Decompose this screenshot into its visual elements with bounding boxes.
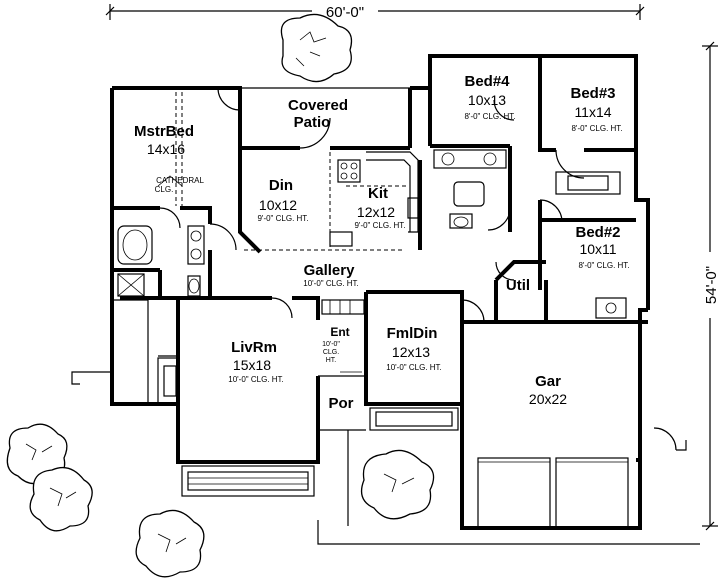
- fireplace: [71, 357, 179, 405]
- entry-steps: [321, 299, 365, 315]
- label-covered-patio: Covered Patio: [288, 97, 348, 131]
- porch-name: Por: [328, 395, 353, 412]
- garage-doors: [477, 457, 629, 529]
- dimension-depth-label: 54'-0": [703, 266, 720, 304]
- covered-patio-name-2: Patio: [294, 114, 331, 131]
- bed4-note: 8'-0" CLG. HT.: [464, 112, 515, 121]
- garage-name: Gar: [535, 373, 561, 390]
- bed3-name: Bed#3: [570, 85, 615, 102]
- covered-patio-name-1: Covered: [288, 97, 348, 114]
- label-living: LivRm 15x18 10'-0" CLG. HT.: [228, 339, 284, 384]
- kitchen-name: Kit: [368, 185, 388, 202]
- walkways: [317, 371, 700, 545]
- master-bath-fixtures: [117, 225, 205, 297]
- tree-bottom-left-2: [29, 466, 93, 532]
- bed4-name: Bed#4: [464, 73, 510, 90]
- door-swings: [159, 87, 687, 451]
- bed3-note: 8'-0" CLG. HT.: [571, 124, 622, 133]
- kitchen-size: 12x12: [357, 204, 395, 220]
- entry-note-2: CLG.: [323, 349, 339, 356]
- dimension-depth: [702, 41, 718, 531]
- dining-name: Din: [269, 177, 293, 194]
- kitchen-note: 9'-0" CLG. HT.: [354, 221, 405, 230]
- dining-size: 10x12: [259, 197, 297, 213]
- label-gallery: Gallery 10'-0" CLG. HT.: [303, 262, 359, 288]
- label-bed3: Bed#3 11x14 8'-0" CLG. HT.: [570, 85, 622, 133]
- cathedral-lines: [157, 92, 183, 206]
- dimension-width-label: 60'-0": [326, 4, 364, 21]
- label-kitchen: Kit 12x12 9'-0" CLG. HT.: [354, 185, 405, 230]
- tree-top: [280, 13, 353, 83]
- tree-bottom-left-1: [6, 423, 68, 485]
- entry-name: Ent: [330, 325, 349, 339]
- garage-size: 20x22: [529, 391, 567, 407]
- label-utility: Util: [506, 277, 530, 294]
- tree-bottom-center: [360, 449, 435, 520]
- living-size: 15x18: [233, 357, 271, 373]
- interior-walls: [112, 56, 648, 404]
- living-note: 10'-0" CLG. HT.: [228, 375, 284, 384]
- gallery-note: 10'-0" CLG. HT.: [303, 279, 359, 288]
- tree-bottom-mid: [135, 509, 205, 578]
- gallery-name: Gallery: [304, 262, 356, 279]
- bed4-size: 10x13: [468, 92, 506, 108]
- bed2-size: 10x11: [579, 241, 616, 257]
- label-entry: Ent 10'-0" CLG. HT.: [322, 325, 350, 364]
- living-name: LivRm: [231, 339, 277, 356]
- entry-note-3: HT.: [326, 357, 337, 364]
- label-master-bed: MstrBed 14x16 CATHEDRAL CLG.: [134, 123, 204, 194]
- bed2-name: Bed#2: [575, 224, 620, 241]
- bed2-note: 8'-0" CLG. HT.: [578, 261, 629, 270]
- planters: [181, 407, 459, 497]
- family-dining-name: FmlDin: [387, 325, 438, 342]
- dining-note: 9'-0" CLG. HT.: [257, 214, 308, 223]
- master-bed-name: MstrBed: [134, 123, 194, 140]
- master-bed-note-1: CATHEDRAL: [156, 176, 204, 185]
- family-dining-size: 12x13: [392, 344, 430, 360]
- master-bed-size: 14x16: [147, 141, 185, 157]
- label-bed2: Bed#2 10x11 8'-0" CLG. HT.: [575, 224, 629, 270]
- kitchen-counters: [329, 151, 419, 247]
- entry-note-1: 10'-0": [322, 341, 340, 348]
- bed3-size: 11x14: [574, 104, 611, 120]
- label-garage: Gar 20x22: [529, 373, 567, 407]
- label-dining: Din 10x12 9'-0" CLG. HT.: [257, 177, 308, 223]
- label-bed4: Bed#4 10x13 8'-0" CLG. HT.: [464, 73, 515, 121]
- dimension-width: [105, 4, 645, 20]
- master-bed-note-2: CLG.: [155, 185, 174, 194]
- label-family-dining: FmlDin 12x13 10'-0" CLG. HT.: [386, 325, 442, 372]
- family-dining-note: 10'-0" CLG. HT.: [386, 363, 442, 372]
- label-porch: Por: [328, 395, 353, 412]
- utility-name: Util: [506, 277, 530, 294]
- hall-bath-fixtures: [433, 149, 627, 319]
